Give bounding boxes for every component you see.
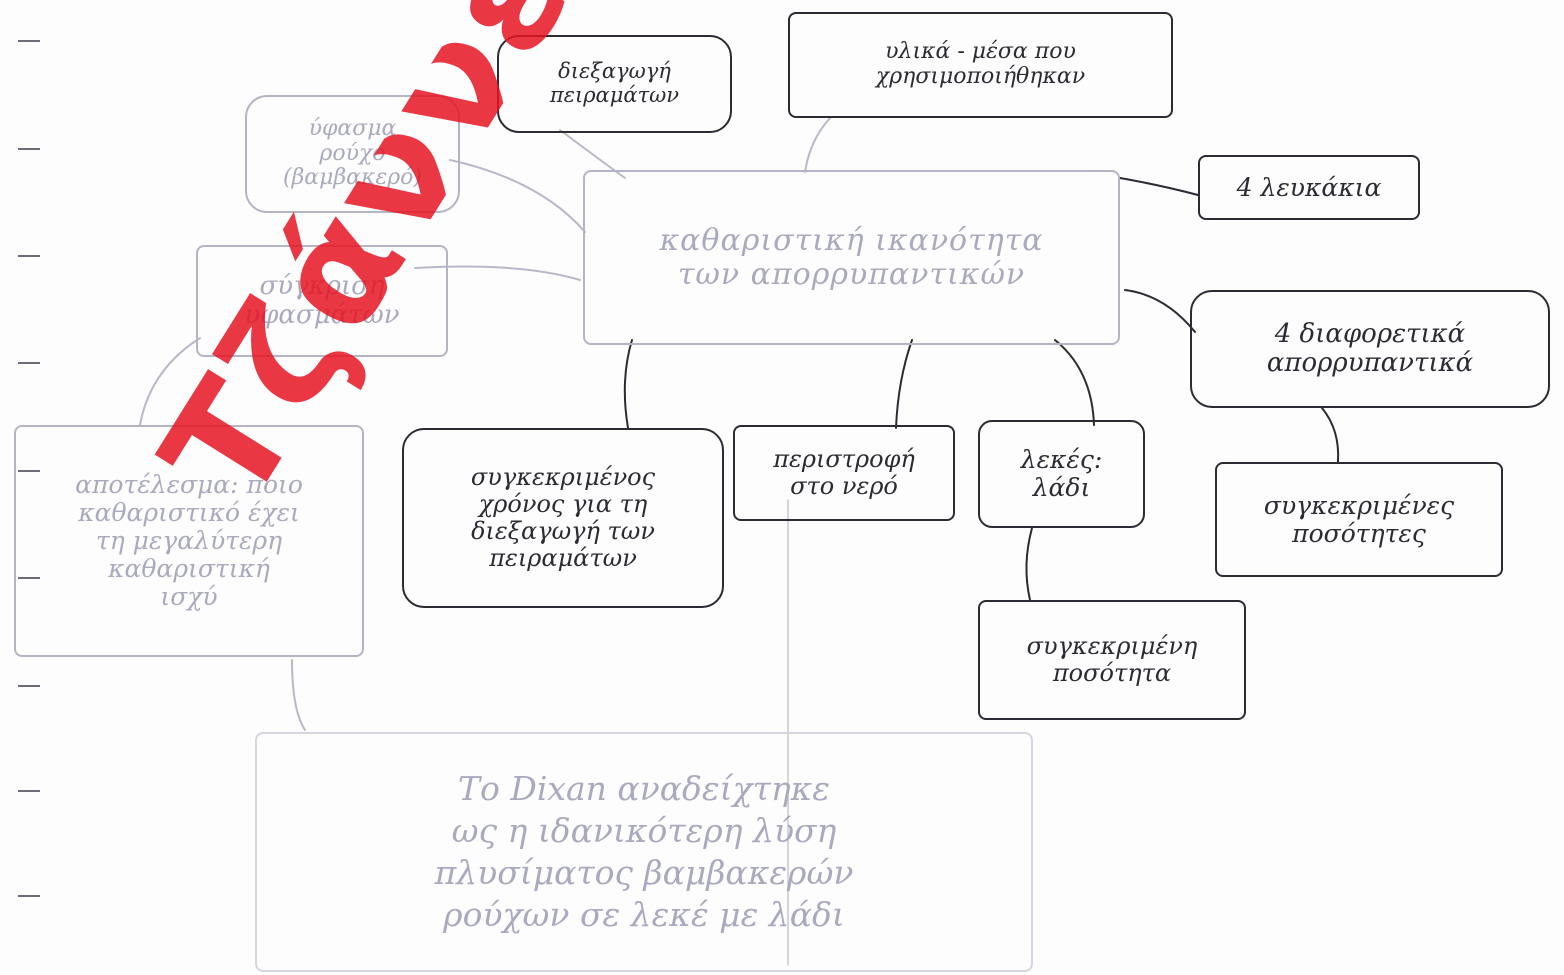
connector-central-rotation	[895, 339, 913, 429]
node-materials: υλικά - μέσα που χρησιμοποιήθηκαν	[788, 12, 1173, 118]
node-central: καθαριστική ικανότητα των απορρυπαντικών	[583, 170, 1120, 345]
node-conclusion: Το Dixan αναδείχτηκε ως η ιδανικότερη λύ…	[255, 732, 1033, 972]
margin-tick	[18, 255, 40, 257]
connector-central-four-white	[1119, 177, 1199, 196]
connector-central-stains	[1054, 339, 1095, 426]
node-time: συγκεκριμένος χρόνος για τη διεξαγωγή τω…	[402, 428, 724, 608]
connector-central-fabric	[449, 159, 586, 233]
margin-tick	[18, 577, 40, 579]
margin-tick	[18, 148, 40, 150]
connector-stains-amount-oil	[1025, 527, 1033, 601]
margin-tick	[18, 895, 40, 897]
node-amounts: συγκεκριμένες ποσότητες	[1215, 462, 1503, 577]
margin-tick	[18, 362, 40, 364]
connector-materials-central	[804, 117, 831, 173]
connector-central-compare	[414, 265, 581, 281]
connector-central-time	[623, 339, 633, 429]
margin-tick	[18, 685, 40, 687]
node-result: αποτέλεσμα: ποιο καθαριστικό έχει τη μεγ…	[14, 425, 364, 657]
node-experiment: διεξαγωγή πειραμάτων	[497, 35, 732, 133]
node-fabric: ύφασμα ρούχο (βαμβακερό)	[245, 95, 460, 213]
node-rotation: περιστροφή στο νερό	[733, 425, 955, 521]
margin-tick	[18, 40, 40, 42]
connector-experiment-central	[559, 129, 626, 179]
node-four-detergents: 4 διαφορετικά απορρυπαντικά	[1190, 290, 1550, 408]
node-compare: σύγκριση υφασμάτων	[196, 245, 448, 357]
node-stains: λεκές: λάδι	[978, 420, 1145, 528]
connector-four-detergents-amounts	[1321, 407, 1340, 463]
connector-compare-result	[139, 337, 201, 426]
node-amount-oil: συγκεκριμένη ποσότητα	[978, 600, 1246, 720]
margin-tick	[18, 470, 40, 472]
node-four-white: 4 λευκάκια	[1198, 155, 1420, 220]
margin-tick	[18, 790, 40, 792]
connector-result-conclusion	[291, 659, 306, 731]
connector-central-four-detergents	[1124, 289, 1196, 333]
